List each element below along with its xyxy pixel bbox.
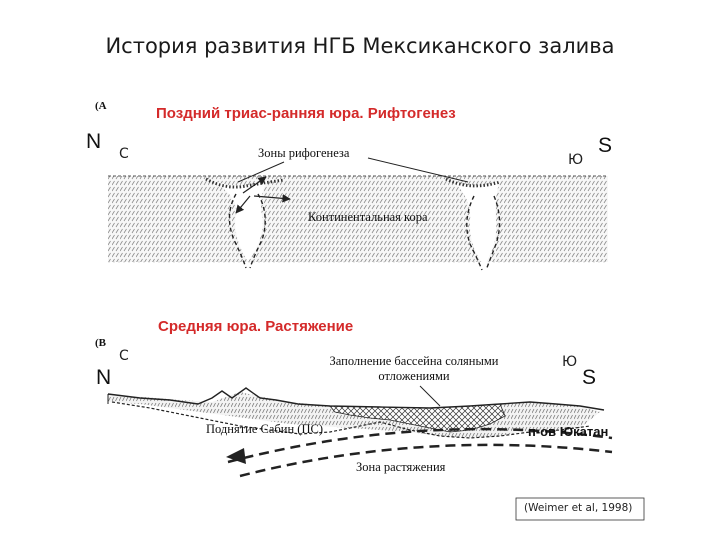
crust-label: Континентальная кора <box>308 210 428 224</box>
callout-line-salt <box>419 385 441 407</box>
callout-line-right <box>367 157 469 183</box>
slide-title: История развития НГБ Мексиканского залив… <box>105 34 615 58</box>
salt-fill-label-line1: Заполнение бассейна соляными <box>329 354 499 368</box>
panel-b-south-label: S <box>582 366 597 389</box>
yucatan-label: п-ов Юкатан <box>528 424 609 439</box>
panel-b-heading: Средняя юра. Растяжение <box>158 318 354 335</box>
panel-b-south-ru-label: Ю <box>562 354 578 370</box>
panel-b-marker: (B <box>95 337 106 349</box>
extension-zone-label: Зона растяжения <box>356 460 446 474</box>
panel-a-marker: (A <box>95 100 107 112</box>
sabine-uplift-label: Поднятие Сабин (ПС) <box>206 422 323 436</box>
panel-a-south-ru-label: Ю <box>568 152 584 168</box>
panel-b-basin <box>107 387 605 439</box>
salt-fill-label-line2: отложениями <box>378 369 450 383</box>
panel-a-north-label: N <box>86 130 102 153</box>
salt-fill-label: Заполнение бассейна соляными отложениями <box>316 354 512 384</box>
extension-zone-arcs <box>226 427 613 478</box>
panel-a-north-ru-label: С <box>119 146 129 162</box>
rift-zone-left <box>205 176 291 269</box>
panel-b-north-ru-label: С <box>119 348 129 364</box>
callout-line-left <box>237 161 285 183</box>
panel-a-south-label: S <box>598 134 613 157</box>
panel-a-crust <box>108 175 608 263</box>
citation: (Weimer et al, 1998) <box>524 502 633 514</box>
citation-frame <box>515 497 645 521</box>
rift-zone-right <box>445 177 501 271</box>
panel-a-heading: Поздний триас-ранняя юра. Рифтогенез <box>156 105 456 122</box>
panel-b-north-label: N <box>96 366 112 389</box>
rift-zones-label: Зоны рифогенеза <box>258 146 350 160</box>
